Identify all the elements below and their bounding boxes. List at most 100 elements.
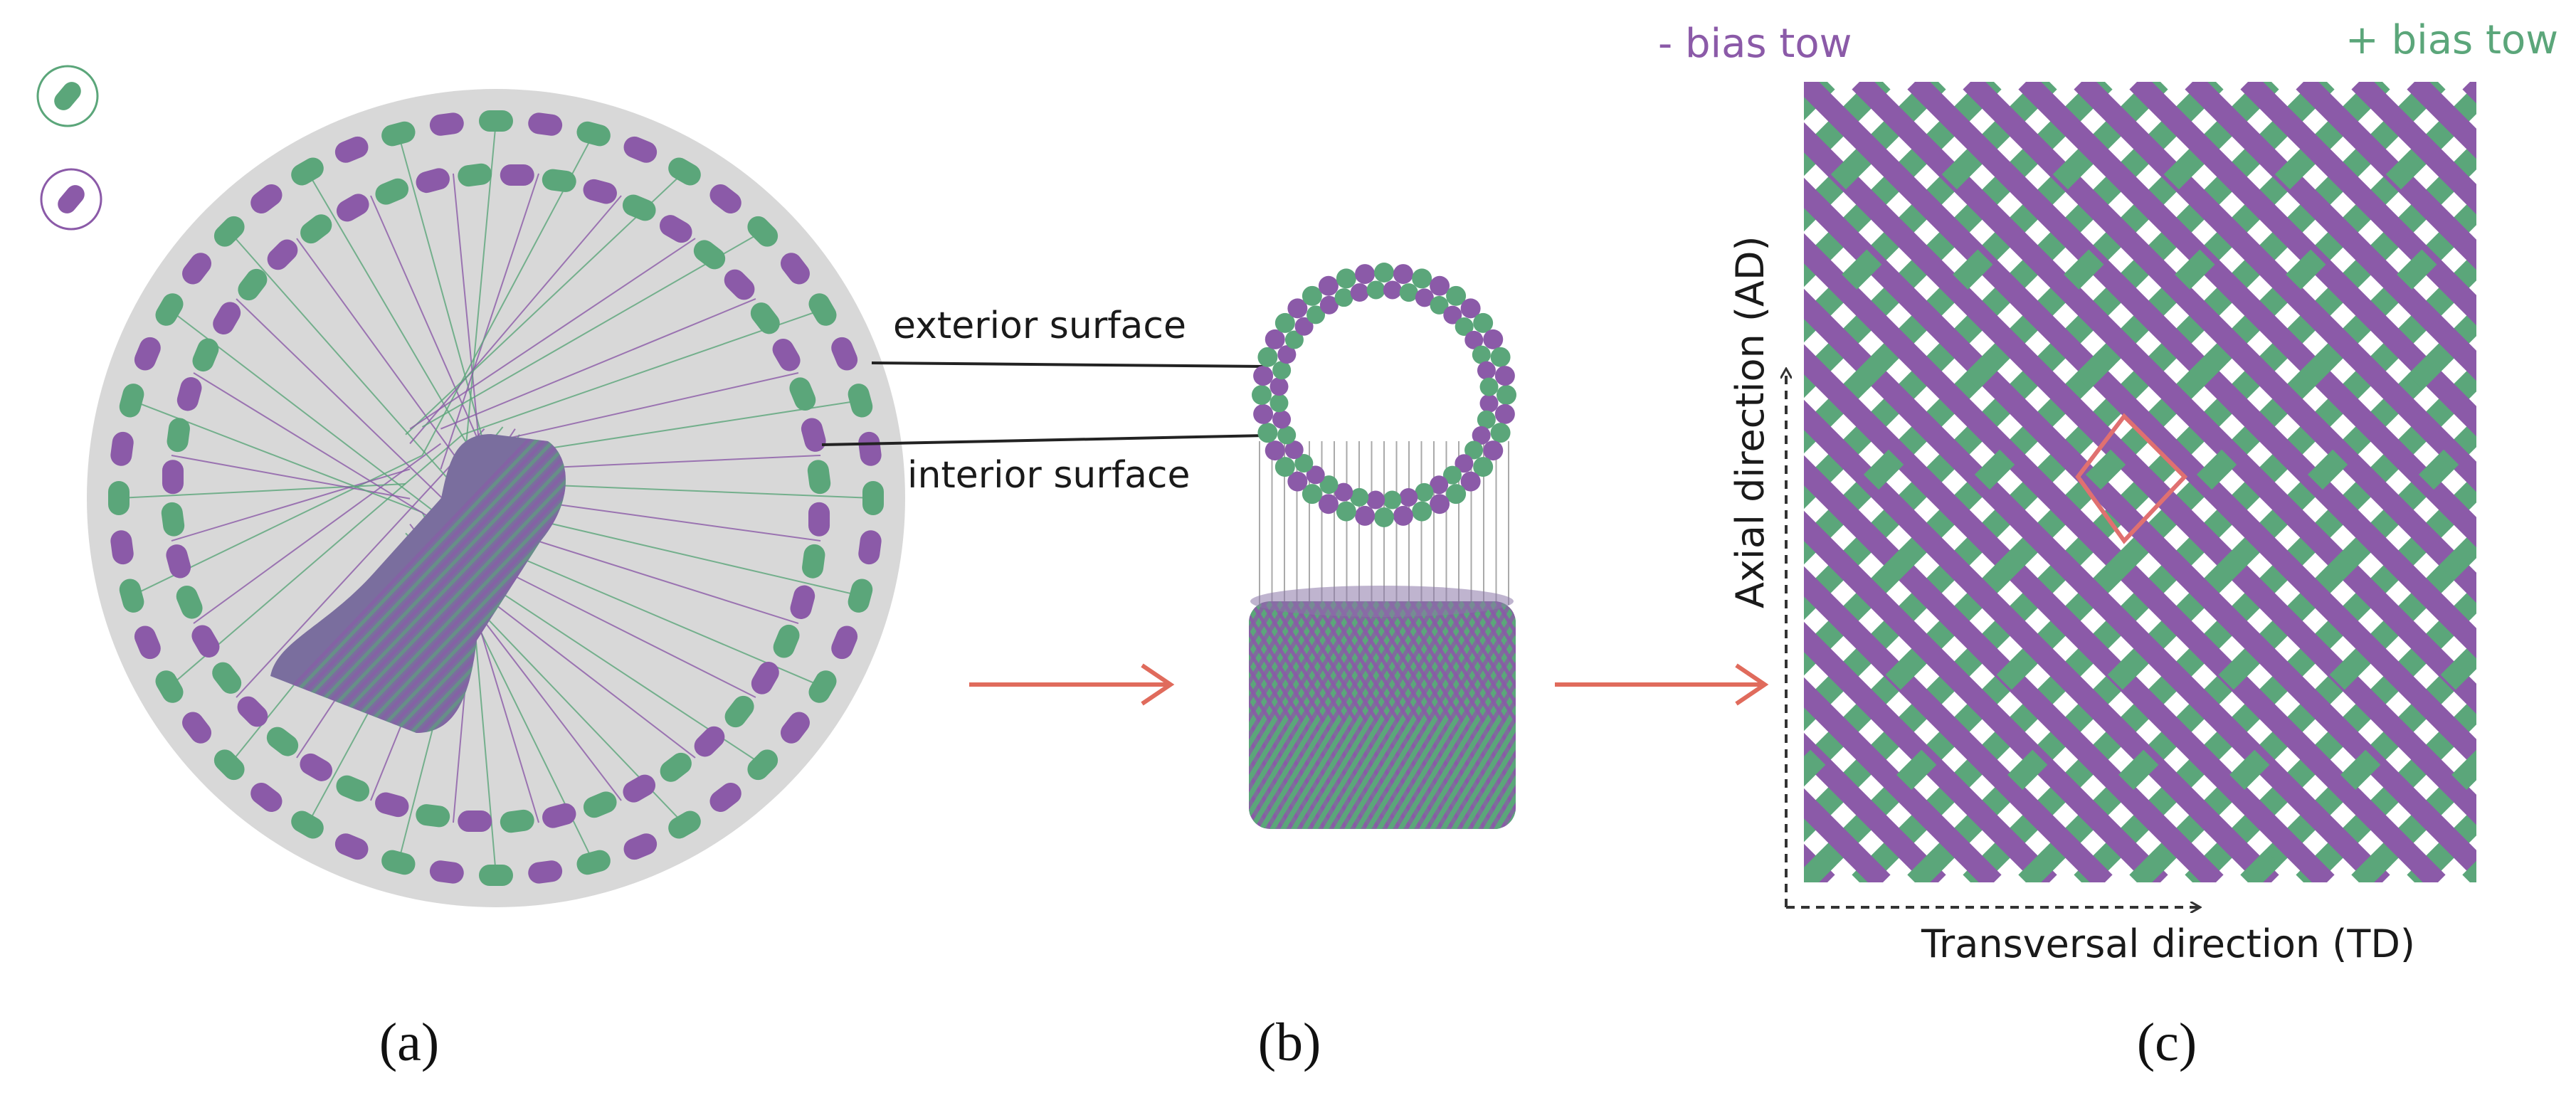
carrier <box>660 752 692 782</box>
carrier <box>623 774 656 803</box>
carrier <box>583 791 617 818</box>
carrier <box>862 481 884 515</box>
carrier <box>416 168 450 194</box>
panel-label-c: (c) <box>2137 1013 2197 1072</box>
carrier <box>848 579 873 613</box>
carrier <box>528 860 563 884</box>
carrier <box>134 337 161 371</box>
carrier <box>300 753 333 781</box>
carrier <box>801 418 826 452</box>
carrier <box>724 269 755 300</box>
plus-bias-tow-label: + bias tow <box>2345 17 2558 63</box>
carrier <box>336 775 370 802</box>
carrier <box>166 544 191 579</box>
carrier <box>750 302 780 334</box>
carrier <box>709 184 741 214</box>
minus-bias-tow-label: - bias tow <box>1658 21 1852 67</box>
exterior-surface-leader <box>871 361 1267 368</box>
carrier <box>622 194 656 221</box>
carrier <box>108 481 130 515</box>
carrier <box>119 579 144 613</box>
carrier <box>266 727 299 756</box>
process-arrow-2 <box>1555 663 1769 706</box>
carrier <box>250 782 283 812</box>
carrier <box>542 803 576 828</box>
process-arrow-1 <box>969 663 1175 706</box>
carrier <box>668 157 701 186</box>
carrier <box>668 810 701 839</box>
carrier <box>458 810 492 833</box>
carrier <box>623 833 658 860</box>
carrier <box>134 625 161 660</box>
axial-direction-label: Axial direction (AD) <box>1728 236 1773 608</box>
carrier <box>831 625 858 660</box>
interior-surface-label: interior surface <box>907 454 1191 497</box>
carrier <box>659 215 692 243</box>
carrier <box>212 662 242 694</box>
carrier <box>182 712 212 744</box>
carrier <box>110 431 134 466</box>
carrier <box>110 530 134 565</box>
carrier <box>161 502 185 537</box>
carrier <box>191 625 220 658</box>
carrier <box>808 293 837 326</box>
carrier <box>176 377 202 411</box>
carrier <box>381 121 416 147</box>
carrier <box>772 338 801 371</box>
carrier <box>162 460 184 495</box>
carrier <box>429 112 464 136</box>
unit-cell <box>2075 413 2188 544</box>
exterior-surface-label: exterior surface <box>893 305 1186 347</box>
carrier <box>693 240 726 270</box>
carrier <box>780 712 810 744</box>
carrier <box>751 661 779 695</box>
carrier <box>528 112 563 136</box>
fabric-weave <box>1804 82 2476 882</box>
carrier <box>375 792 409 818</box>
carrier <box>576 121 611 147</box>
carrier <box>334 136 369 163</box>
carrier <box>694 726 725 757</box>
carrier <box>576 850 611 875</box>
carrier <box>182 253 212 285</box>
counterclockwise-carrier-icon <box>40 168 102 231</box>
carrier <box>542 169 576 192</box>
carrier <box>479 110 513 132</box>
panel-c-unrolled-fabric: - bias tow + bias tow Axial direction (A… <box>1658 17 2558 966</box>
carrier <box>808 670 837 703</box>
carrier <box>858 530 882 565</box>
carrier <box>155 293 184 326</box>
carrier <box>709 782 741 812</box>
carrier <box>789 377 816 411</box>
carrier <box>291 810 324 839</box>
carrier <box>790 585 815 619</box>
carrier <box>429 860 464 884</box>
interior-surface-leader <box>821 434 1267 446</box>
carrier <box>500 164 534 186</box>
carrier <box>267 239 298 270</box>
clockwise-carrier-icon <box>36 65 99 127</box>
carrier <box>747 216 778 247</box>
carrier <box>747 749 778 781</box>
carrier <box>167 418 190 453</box>
carrier <box>336 194 369 222</box>
carrier <box>155 670 184 703</box>
carriers <box>108 110 884 886</box>
braided-tube <box>1249 586 1516 829</box>
panel-b-braid-structure <box>1249 263 1516 829</box>
carrier <box>831 337 858 371</box>
carrier <box>479 865 513 886</box>
carrier <box>802 544 825 579</box>
carrier <box>780 253 810 285</box>
panel-label-b: (b) <box>1258 1013 1321 1072</box>
carrier <box>250 184 283 214</box>
carrier <box>213 302 241 335</box>
rotation-legend <box>36 65 102 231</box>
carrier <box>773 624 800 658</box>
carrier <box>192 338 219 372</box>
braid-ring-cross-section <box>1252 263 1516 527</box>
carrier <box>300 214 332 244</box>
carrier <box>724 695 754 728</box>
panel-a-braiding-machine <box>36 65 905 907</box>
